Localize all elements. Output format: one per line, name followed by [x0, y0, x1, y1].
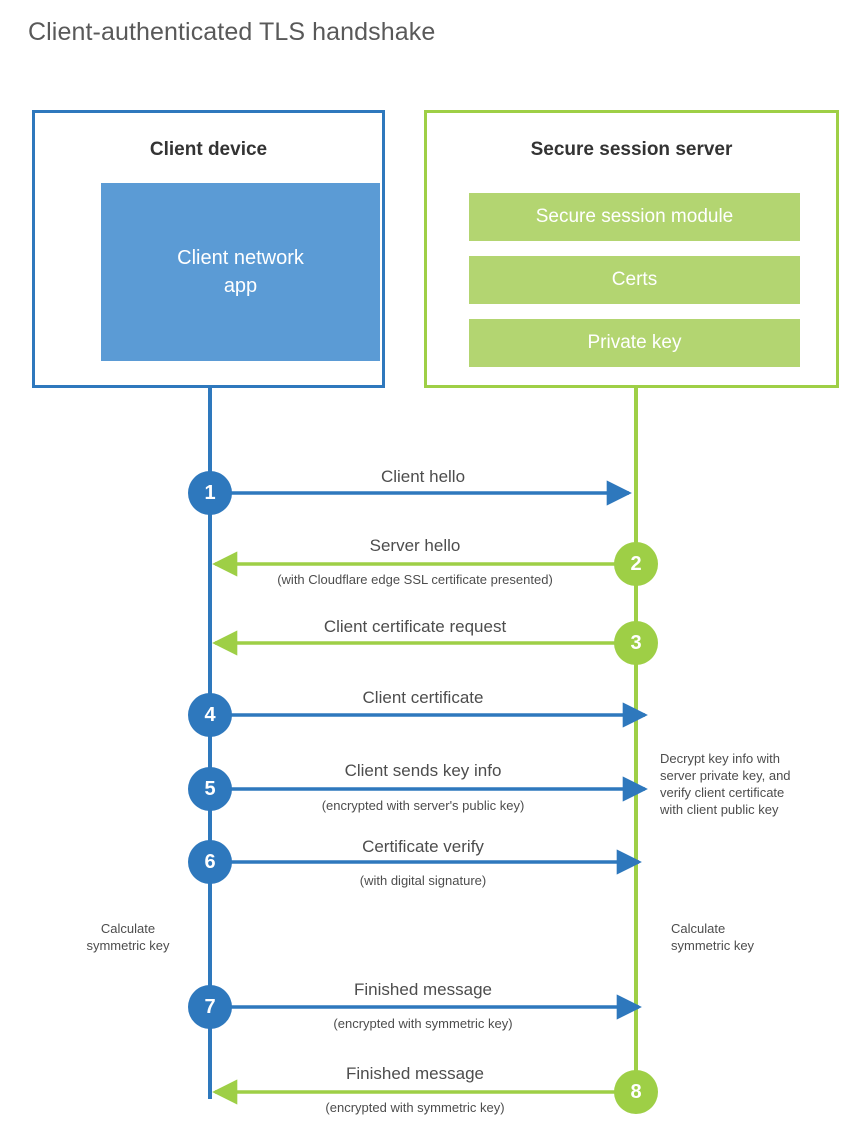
message-sublabel-8: (encrypted with symmetric key): [325, 1100, 505, 1115]
note-client-calc-line2: symmetric key: [86, 938, 170, 953]
note-client-calc-line1: Calculate: [100, 921, 156, 936]
message-sublabel-7: (encrypted with symmetric key): [333, 1016, 513, 1031]
client-network-app-label: Client network app: [177, 244, 304, 300]
step-marker-7[interactable]: 7: [188, 985, 232, 1029]
note-server-decrypt: Decrypt key info with server private key…: [660, 750, 850, 818]
server-block-private-key: Private key: [469, 319, 800, 367]
secure-session-server-title: Secure session server: [530, 139, 733, 160]
client-app-label-line1: Client network: [177, 247, 304, 269]
client-device-box: Client device Client network app: [32, 110, 385, 388]
message-label-8: Finished message: [346, 1064, 484, 1083]
note-client-calculate-symmetric-key: Calculate symmetric key: [62, 920, 194, 954]
message-label-5: Client sends key info: [344, 761, 502, 780]
note-server-calculate-symmetric-key: Calculate symmetric key: [671, 920, 811, 954]
secure-session-server-box: Secure session server Secure session mod…: [424, 110, 839, 388]
server-block-certs: Certs: [469, 256, 800, 304]
note-server-decrypt-line4: with client public key: [660, 802, 779, 817]
step-marker-5[interactable]: 5: [188, 767, 232, 811]
client-lifeline: [208, 388, 212, 1099]
message-label-3: Client certificate request: [323, 617, 507, 636]
client-network-app-block: Client network app: [101, 183, 380, 361]
message-label-1: Client hello: [380, 467, 466, 486]
note-server-decrypt-line2: server private key, and: [660, 768, 791, 783]
step-marker-6[interactable]: 6: [188, 840, 232, 884]
server-lifeline: [634, 388, 638, 1092]
message-label-2: Server hello: [369, 536, 461, 555]
step-marker-2[interactable]: 2: [614, 542, 658, 586]
client-app-label-line2: app: [223, 275, 258, 297]
step-marker-4[interactable]: 4: [188, 693, 232, 737]
note-server-decrypt-line3: verify client certificate: [660, 785, 785, 800]
page-title: Client-authenticated TLS handshake: [28, 18, 436, 46]
message-label-4: Client certificate: [362, 688, 484, 707]
message-label-7: Finished message: [354, 980, 492, 999]
message-sublabel-6: (with digital signature): [359, 873, 487, 888]
server-block-secure-session-module: Secure session module: [469, 193, 800, 241]
message-label-6: Certificate verify: [362, 837, 484, 856]
step-marker-1[interactable]: 1: [188, 471, 232, 515]
note-server-calc-line1: Calculate: [671, 921, 726, 936]
step-marker-8[interactable]: 8: [614, 1070, 658, 1114]
note-server-calc-line2: symmetric key: [671, 938, 755, 953]
step-marker-3[interactable]: 3: [614, 621, 658, 665]
note-server-decrypt-line1: Decrypt key info with: [660, 751, 780, 766]
message-sublabel-5: (encrypted with server's public key): [321, 798, 525, 813]
client-device-title: Client device: [149, 139, 268, 160]
message-sublabel-2: (with Cloudflare edge SSL certificate pr…: [277, 572, 553, 587]
